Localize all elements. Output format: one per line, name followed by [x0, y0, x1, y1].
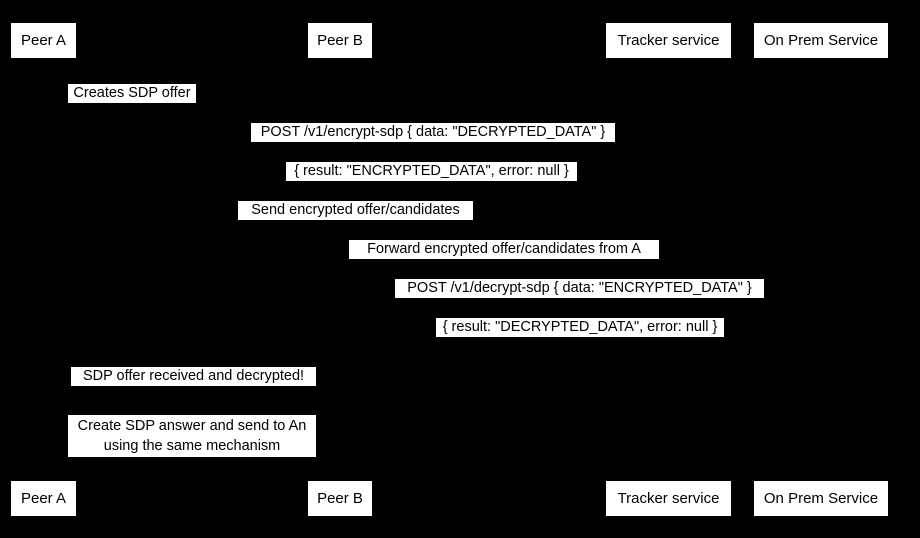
participant-label: Peer B — [317, 32, 363, 49]
lifeline-on-prem-service — [821, 59, 822, 479]
participant-header-peer-b[interactable]: Peer B — [307, 22, 373, 59]
participant-label: Tracker service — [617, 490, 720, 507]
participant-header-peer-a[interactable]: Peer A — [10, 22, 77, 59]
participant-label: Tracker service — [617, 32, 720, 49]
lifeline-tracker-service — [668, 59, 669, 479]
message-label-create-sdp-answer: Create SDP answer and send to An using t… — [68, 415, 316, 457]
message-label-sdp-offer-received: SDP offer received and decrypted! — [71, 367, 316, 386]
participant-footer-tracker-service[interactable]: Tracker service — [605, 480, 732, 517]
message-label-line-2: using the same mechanism — [103, 438, 281, 454]
message-label-encrypt-sdp-result: { result: "ENCRYPTED_DATA", error: null … — [286, 162, 577, 181]
message-label-post-encrypt-sdp: POST /v1/encrypt-sdp { data: "DECRYPTED_… — [251, 123, 615, 142]
participant-label: Peer A — [20, 32, 67, 49]
participant-header-tracker-service[interactable]: Tracker service — [605, 22, 732, 59]
message-label-post-decrypt-sdp: POST /v1/decrypt-sdp { data: "ENCRYPTED_… — [395, 279, 764, 298]
lifeline-peer-a — [43, 59, 44, 479]
participant-footer-peer-a[interactable]: Peer A — [10, 480, 77, 517]
participant-footer-peer-b[interactable]: Peer B — [307, 480, 373, 517]
participant-label: On Prem Service — [763, 32, 879, 49]
lifeline-peer-b — [340, 59, 341, 479]
message-label-decrypt-sdp-result: { result: "DECRYPTED_DATA", error: null … — [436, 318, 724, 337]
message-label-send-encrypted-offer: Send encrypted offer/candidates — [238, 201, 473, 220]
message-label-line-1: Create SDP answer and send to An — [77, 418, 307, 434]
participant-label: On Prem Service — [763, 490, 879, 507]
participant-header-on-prem-service[interactable]: On Prem Service — [753, 22, 889, 59]
message-label-forward-encrypted-offer: Forward encrypted offer/candidates from … — [349, 240, 659, 259]
participant-footer-on-prem-service[interactable]: On Prem Service — [753, 480, 889, 517]
message-label-creates-sdp-offer: Creates SDP offer — [68, 84, 196, 103]
participant-label: Peer B — [317, 490, 363, 507]
participant-label: Peer A — [20, 490, 67, 507]
